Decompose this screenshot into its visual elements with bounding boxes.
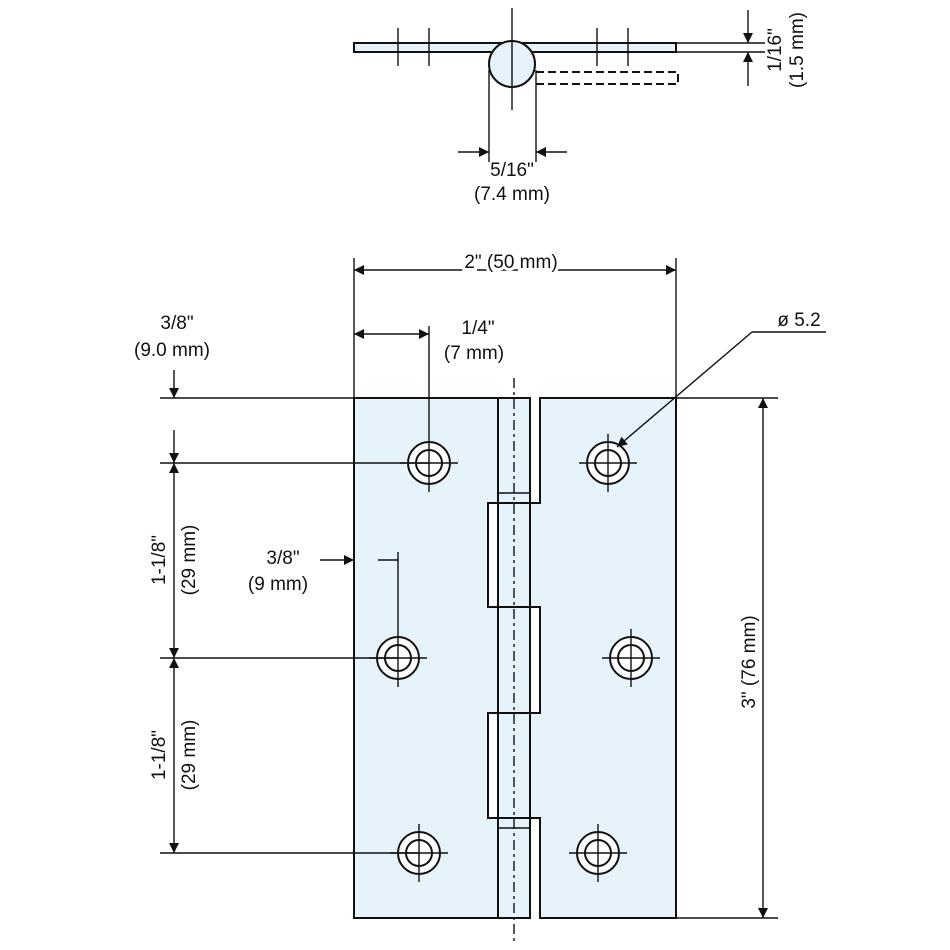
end-view-folded-leaf [536,71,679,85]
height-dim: 3" (76 mm) [739,615,760,708]
front-view: 2" (50 mm) 1/4" (7 mm) 3/8" (9.0 mm) 1-1… [134,249,826,945]
end-view: 5/16" (7.4 mm) 1/16" (1.5 mm) [353,8,808,205]
spacing2-inch: 1-1/8" [149,730,170,780]
thickness-dim-mm: (1.5 mm) [787,12,808,88]
screw-hole [569,824,627,882]
spacing1-inch: 1-1/8" [149,535,170,585]
hole-dia-leader [616,331,753,448]
screw-hole [602,629,660,687]
knuckle-dim-mm: (7.4 mm) [474,184,550,205]
screw-hole [579,434,637,492]
width-dim: 2" (50 mm) [464,252,557,273]
spacing2-mm: (29 mm) [179,720,200,791]
side-offset-mm: (9 mm) [248,574,308,595]
spacing1-mm: (29 mm) [179,525,200,596]
thickness-dim-inch: 1/16" [765,28,786,72]
edge-dim-inch: 1/4" [461,318,494,339]
side-offset-inch: 3/8" [266,548,299,569]
top-offset-inch: 3/8" [160,313,193,334]
edge-dim-mm: (7 mm) [444,343,504,364]
top-offset-mm: (9.0 mm) [134,340,210,361]
hole-dia-dim: ø 5.2 [777,310,820,331]
knuckle-dim-inch: 5/16" [490,160,534,181]
